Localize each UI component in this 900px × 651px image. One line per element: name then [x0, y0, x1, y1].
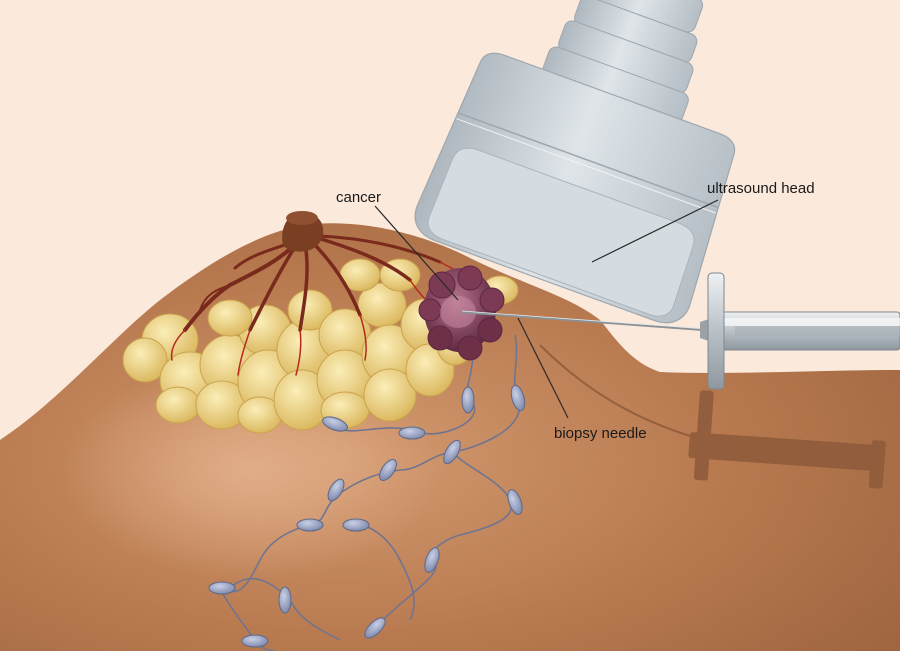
fat-lobules: [122, 258, 519, 434]
cancer-label: cancer: [336, 189, 382, 206]
biopsy-needle-label: biopsy needle: [554, 425, 647, 442]
ultrasound-probe-icon: [414, 0, 736, 324]
tumor: [418, 265, 505, 361]
ultrasound-head-label: ultrasound head: [707, 180, 815, 197]
syringe-shadow: [539, 344, 886, 489]
lymph-nodes: [208, 384, 526, 648]
syringe-icon: [700, 272, 900, 390]
nipple: [282, 211, 324, 252]
biopsy-needle-shaft: [461, 310, 707, 332]
leader-lines: [374, 199, 719, 419]
